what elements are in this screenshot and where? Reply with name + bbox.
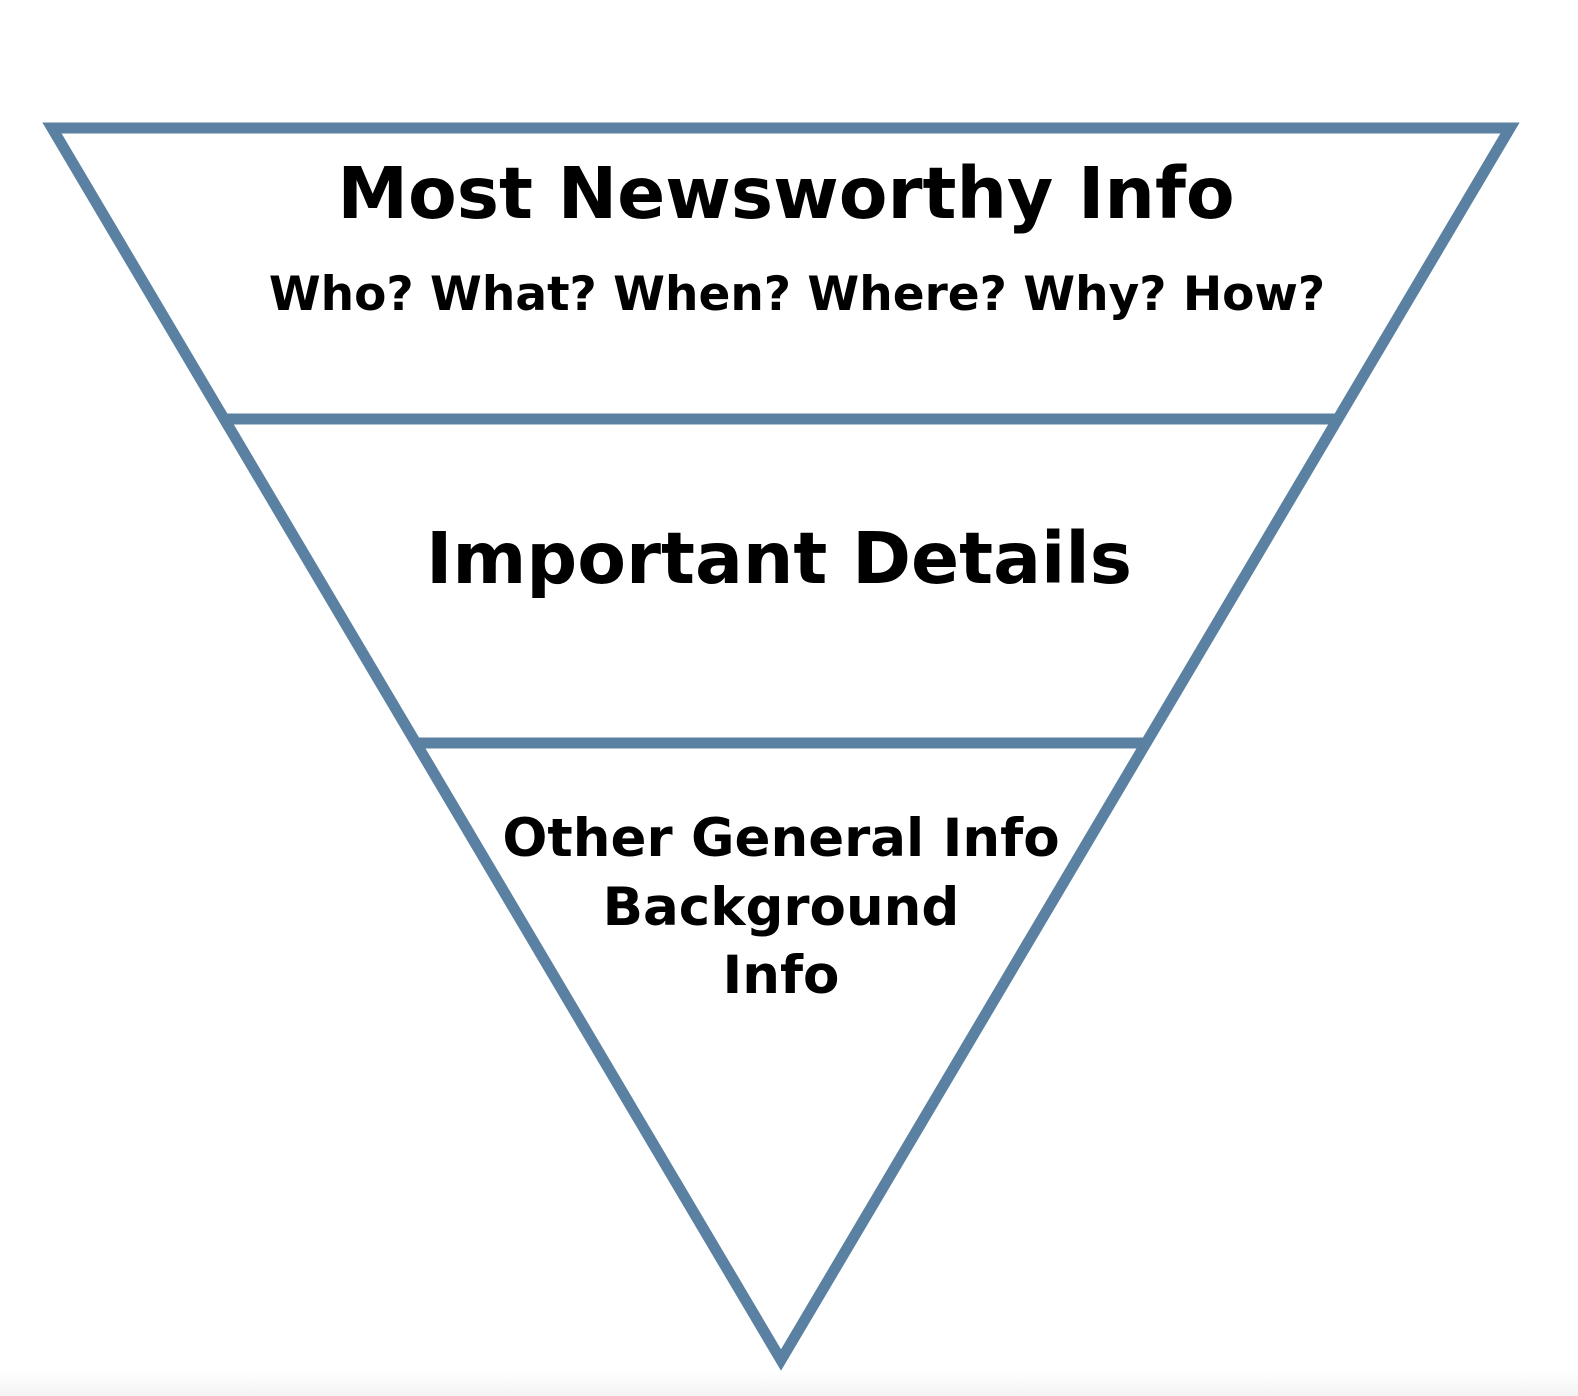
tier-1-heading: Most Newsworthy Info [337, 152, 1234, 235]
tier-3-line-2: Background [603, 877, 960, 938]
tier-3-line-3: Info [723, 945, 840, 1006]
pyramid-outline [42, 122, 1520, 1371]
bottom-shade [0, 1372, 1578, 1396]
tier-2-heading: Important Details [426, 517, 1132, 600]
tier-1-subheading: Who? What? When? Where? Why? How? [269, 267, 1325, 322]
tier-3-line-1: Other General Info [502, 808, 1059, 869]
